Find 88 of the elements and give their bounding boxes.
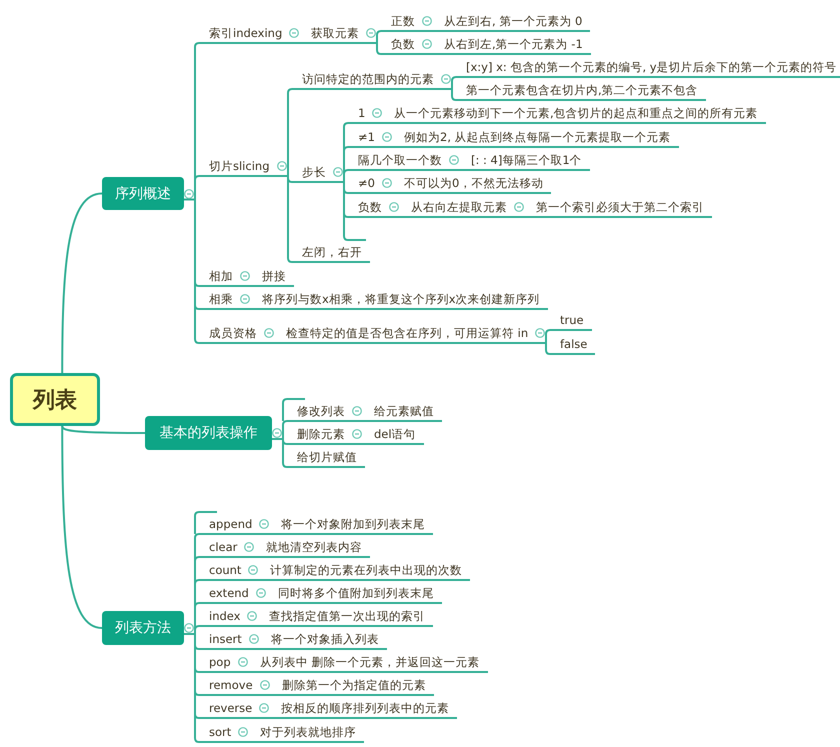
branch-connector bbox=[252, 717, 281, 719]
topic-label: 负数 bbox=[352, 198, 382, 218]
topic-label: pop bbox=[203, 653, 231, 673]
topic-label: 第一个元素包含在切片内,第二个元素不包含 bbox=[460, 81, 706, 101]
bracket-connector bbox=[374, 30, 386, 55]
topic-label: 删除元素 bbox=[291, 425, 345, 445]
branch-connector bbox=[282, 42, 311, 44]
bracket-connector bbox=[543, 329, 555, 355]
bracket-connector bbox=[341, 122, 353, 241]
topic-label: 相加 bbox=[203, 267, 233, 287]
topic-label: [x:y] x: 包含的第一个元素的编号, y是切片后余下的第一个元素的符号 bbox=[460, 58, 840, 78]
branch-connector bbox=[237, 556, 266, 558]
branch-connector bbox=[442, 169, 471, 171]
topic-label: 按相反的顺序排列列表中的元素 bbox=[281, 699, 457, 719]
topic-label: 正数 bbox=[385, 12, 415, 32]
topic-label: index bbox=[203, 607, 240, 627]
topic-label: 从左到右, 第一个元素为 0 bbox=[444, 12, 590, 32]
topic-label: append bbox=[203, 515, 252, 535]
topic-label: 隔几个取一个数 bbox=[352, 151, 442, 171]
topic-label: 计算制定的元素在列表中出现的次数 bbox=[270, 561, 470, 581]
branch-connector bbox=[61, 426, 145, 434]
bracket-connector bbox=[183, 42, 204, 344]
branch-connector bbox=[507, 216, 536, 218]
topic-label: remove bbox=[203, 676, 253, 696]
topic-label: ≠1 bbox=[352, 128, 375, 148]
topic-label: 拼接 bbox=[262, 267, 294, 287]
branch-connector bbox=[252, 533, 281, 535]
topic-label: 左闭，右开 bbox=[296, 243, 370, 263]
topic-label: 从右到左,第一个元素为 -1 bbox=[444, 35, 591, 55]
branch-connector bbox=[231, 741, 260, 743]
topic-label: 从右向左提取元素 bbox=[411, 198, 507, 218]
branch-connector bbox=[375, 146, 404, 148]
topic-label: [: : 4]每隔三个取1个 bbox=[471, 151, 590, 171]
topic-label: 将一个对象附加到列表末尾 bbox=[281, 515, 433, 535]
topic-label: reverse bbox=[203, 699, 252, 719]
topic-label: sort bbox=[203, 723, 232, 743]
branch-connector bbox=[345, 443, 374, 445]
topic-label: 从列表中 删除一个元素，并返回这一元素 bbox=[260, 653, 488, 673]
topic-label: 例如为2, 从起点到终点每隔一个元素提取一个元素 bbox=[404, 128, 679, 148]
topic-label: 就地清空列表内容 bbox=[266, 538, 370, 558]
topic-label: false bbox=[554, 335, 596, 355]
topic-label: 相乘 bbox=[203, 290, 233, 310]
topic-label: 查找指定值第一次出现的索引 bbox=[269, 607, 433, 627]
branch-connector bbox=[233, 285, 262, 287]
branch-connector bbox=[249, 602, 278, 604]
topic-label: 成员资格 bbox=[203, 324, 257, 344]
branch-connector bbox=[61, 426, 102, 629]
topic-label: clear bbox=[203, 538, 238, 558]
main-topic-box: 基本的列表操作 bbox=[145, 416, 272, 450]
topic-label: 从一个元素移动到下一个元素,包含切片的起点和重点之间的所有元素 bbox=[394, 104, 766, 124]
topic-label: extend bbox=[203, 584, 249, 604]
topic-label: del语句 bbox=[374, 425, 424, 445]
branch-connector bbox=[415, 30, 444, 32]
branch-connector bbox=[257, 342, 286, 344]
main-topic-box: 序列概述 bbox=[102, 177, 184, 210]
topic-label: 删除第一个为指定值的元素 bbox=[282, 676, 434, 696]
topic-label: 给元素赋值 bbox=[374, 402, 442, 422]
topic-label: true bbox=[554, 311, 592, 331]
branch-connector bbox=[61, 192, 102, 373]
topic-label: 第一个索引必须大于第二个索引 bbox=[536, 198, 712, 218]
topic-label: 索引indexing bbox=[203, 24, 282, 44]
main-topic-box: 列表方法 bbox=[102, 611, 184, 645]
topic-label: 1 bbox=[352, 104, 366, 124]
branch-connector bbox=[365, 122, 394, 124]
topic-label: 给切片赋值 bbox=[291, 448, 365, 468]
topic-label: 将一个对象插入列表 bbox=[271, 630, 387, 650]
topic-label: 不可以为0，不然无法移动 bbox=[404, 174, 552, 194]
topic-label: 同时将多个值附加到列表末尾 bbox=[278, 584, 442, 604]
branch-connector bbox=[240, 625, 269, 627]
topic-label: count bbox=[203, 561, 242, 581]
branch-connector bbox=[345, 420, 374, 422]
branch-connector bbox=[382, 216, 411, 218]
central-topic-box: 列表 bbox=[10, 373, 100, 426]
branch-connector bbox=[231, 671, 260, 673]
topic-label: insert bbox=[203, 630, 242, 650]
bracket-connector bbox=[271, 398, 306, 468]
empty-topic-line bbox=[352, 239, 366, 241]
bracket-connector bbox=[449, 76, 461, 101]
topic-label: ≠0 bbox=[352, 174, 375, 194]
branch-connector bbox=[233, 308, 262, 310]
bracket-connector bbox=[183, 511, 218, 743]
topic-label: 负数 bbox=[385, 35, 415, 55]
topic-label: 将序列与数x相乘，将重复这个序列x次来创建新序列 bbox=[262, 290, 548, 310]
topic-label: 修改列表 bbox=[291, 402, 345, 422]
branch-connector bbox=[242, 648, 271, 650]
topic-label: 对于列表就地排序 bbox=[260, 723, 364, 743]
branch-connector bbox=[415, 53, 444, 55]
bracket-connector bbox=[285, 88, 297, 263]
